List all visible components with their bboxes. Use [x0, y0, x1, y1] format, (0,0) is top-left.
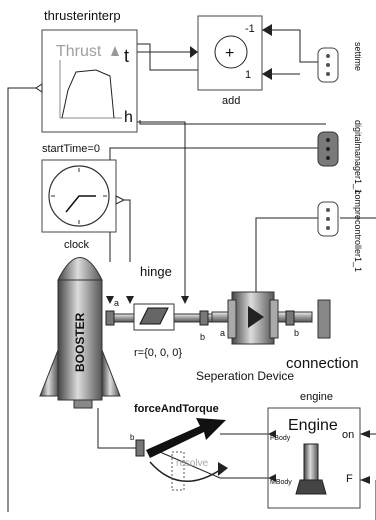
clock-param: startTime=0 — [42, 143, 100, 155]
hinge-block[interactable]: hinge a b r={0, 0, 0} — [105, 264, 213, 359]
force-and-torque-port-b: b — [130, 433, 135, 442]
engine-exhaust-icon — [295, 479, 327, 495]
separation-port-b: b — [294, 328, 299, 338]
digitalmanager-label: digitalmanager1_1 — [353, 120, 363, 194]
thrusterinterp-block[interactable]: thrusterinterp Thrust t h — [35, 8, 138, 133]
clock-hands-icon — [65, 195, 96, 213]
hinge-joint-icon — [139, 307, 169, 325]
add-block[interactable]: + -1 1 add — [190, 15, 272, 107]
hinge-input-c-arrow-icon[interactable] — [181, 296, 189, 304]
separation-port-a: a — [220, 328, 225, 338]
play-icon — [248, 306, 264, 328]
digitalmanager-connector[interactable]: digitalmanager1_1 — [317, 120, 363, 194]
force-and-torque-label: forceAndTorque — [134, 403, 219, 415]
thrust-chart-title: Thrust — [56, 43, 102, 60]
engine-f-arrow-icon[interactable] — [360, 476, 370, 484]
engine-port-mbody: MBody — [270, 479, 292, 486]
add-input-top-arrow-icon[interactable] — [262, 24, 272, 36]
connection-lines — [7, 29, 376, 520]
engine-port-f: F — [346, 473, 353, 485]
engine-on-arrow-icon[interactable] — [360, 430, 370, 438]
engine-nozzle-icon — [303, 443, 319, 481]
settime-connector[interactable]: settime — [317, 42, 363, 83]
clock-block[interactable]: startTime=0 clock — [41, 143, 126, 251]
add-label: add — [222, 95, 240, 107]
hinge-port-a: a — [114, 298, 119, 308]
engine-title: Engine — [288, 417, 338, 434]
separation-device[interactable]: a b Seperation Device — [196, 291, 331, 383]
engine-label: engine — [300, 391, 333, 403]
hinge-label: hinge — [140, 264, 172, 279]
add-input-bottom-arrow-icon[interactable] — [262, 68, 272, 80]
resolve-port-icon[interactable] — [171, 451, 185, 491]
comprecontroller-connector[interactable]: comprecontroller1_1 — [317, 190, 363, 272]
hinge-input-a-arrow-icon[interactable] — [106, 296, 114, 304]
thrusterinterp-label: thrusterinterp — [44, 8, 121, 23]
port-h-label: h — [124, 109, 133, 126]
input-port-icon[interactable] — [35, 83, 43, 93]
thrust-curve — [61, 69, 115, 119]
engine-block[interactable]: engine Engine FBody MBody on F — [267, 391, 370, 509]
clock-label: clock — [64, 239, 90, 251]
engine-mbody-arrow-icon[interactable] — [268, 474, 276, 482]
add-input-bottom-label: 1 — [245, 69, 251, 81]
force-arrow-icon — [146, 418, 226, 458]
chevron-up-icon — [111, 46, 119, 56]
booster-rocket[interactable]: BOOSTER — [39, 257, 121, 409]
torque-arrow-icon — [218, 462, 228, 476]
engine-port-fbody: FBody — [270, 435, 291, 442]
port-t-label: t — [124, 46, 129, 66]
booster-label: BOOSTER — [73, 312, 87, 372]
connection-label: connection — [286, 355, 359, 372]
resolve-label: resolve — [176, 458, 209, 469]
add-output-arrow-icon[interactable] — [190, 46, 198, 58]
hinge-input-b-arrow-icon[interactable] — [126, 296, 134, 304]
add-symbol: + — [225, 45, 234, 62]
separation-label: Seperation Device — [196, 369, 294, 383]
hinge-param: r={0, 0, 0} — [134, 347, 182, 359]
engine-port-on: on — [342, 429, 354, 441]
comprecontroller-label: comprecontroller1_1 — [353, 190, 363, 272]
force-and-torque-block[interactable]: forceAndTorque b resolve — [130, 403, 228, 491]
engine-fbody-arrow-icon[interactable] — [268, 430, 276, 438]
hinge-port-b: b — [200, 332, 205, 342]
torque-arc-icon — [149, 461, 221, 482]
clock-output-port-icon[interactable] — [115, 195, 126, 205]
settime-label: settime — [353, 42, 363, 71]
add-input-top-label: -1 — [245, 23, 255, 35]
